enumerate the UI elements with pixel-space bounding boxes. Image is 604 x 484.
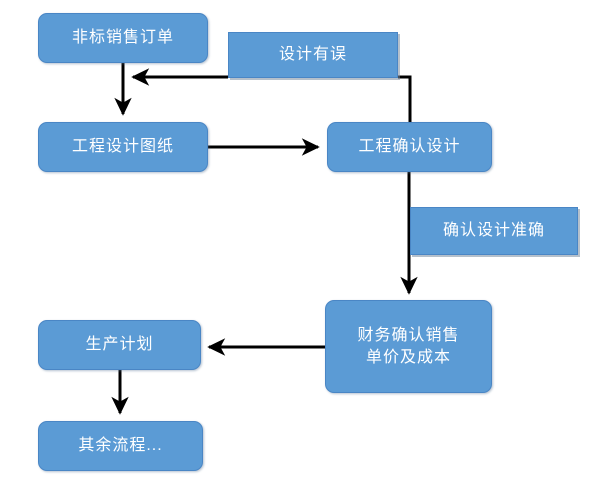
node-finance-confirm-price-and-cost[interactable]: 财务确认销售 单价及成本	[325, 300, 492, 393]
node-label: 财务确认销售 单价及成本	[357, 326, 460, 366]
node-label: 非标销售订单	[71, 29, 174, 46]
node-other-process[interactable]: 其余流程...	[38, 421, 203, 471]
node-design-error[interactable]: 设计有误	[228, 32, 398, 78]
node-label: 设计有误	[278, 46, 347, 63]
node-design-confirmed-correct[interactable]: 确认设计准确	[410, 207, 578, 255]
node-production-plan[interactable]: 生产计划	[38, 320, 201, 370]
node-label: 工程设计图纸	[71, 138, 174, 155]
node-engineering-design-drawing[interactable]: 工程设计图纸	[38, 122, 208, 172]
node-label: 其余流程...	[78, 437, 163, 454]
node-label: 生产计划	[85, 336, 154, 353]
node-label: 确认设计准确	[442, 222, 545, 239]
connector-confirm-design-to-design-error	[398, 75, 412, 122]
node-engineering-confirm-design[interactable]: 工程确认设计	[327, 122, 492, 172]
node-non-standard-sales-order[interactable]: 非标销售订单	[38, 13, 208, 63]
node-label: 工程确认设计	[358, 138, 461, 155]
